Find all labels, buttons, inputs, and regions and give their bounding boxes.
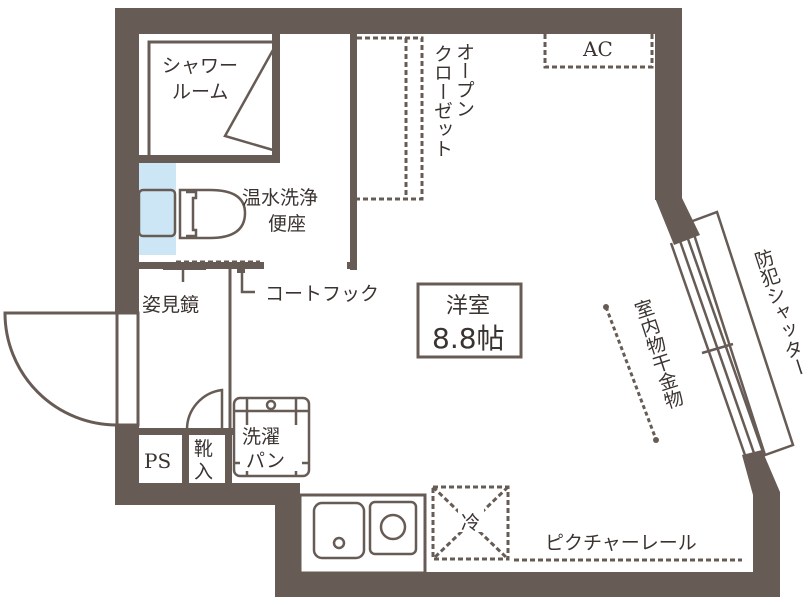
open-closet-label-col2: クローゼット: [431, 44, 453, 158]
fridge-label: 冷: [461, 512, 480, 534]
toilet-label-2: 便座: [268, 213, 306, 235]
security-shutter-label: 防犯シャッター: [749, 246, 808, 380]
toilet-highlight: [139, 163, 176, 255]
open-closet-label-col1: オープン: [453, 42, 475, 118]
entrance-hall: 姿見鏡 コートフック PS 靴 入: [3, 264, 379, 485]
laundry-pan-label-1: 洗濯: [242, 426, 280, 448]
laundry-pan: 洗濯 パン: [232, 396, 311, 478]
shower-room: シャワー ルーム: [139, 34, 280, 163]
picture-rail: ピクチャーレール: [514, 532, 742, 562]
picture-rail-label: ピクチャーレール: [545, 532, 697, 554]
kitchen: [298, 493, 427, 575]
room-size: 8.8帖: [432, 322, 505, 355]
outer-walls: [115, 8, 780, 597]
ps-label: PS: [144, 449, 171, 473]
shoe-box-label-2: 入: [194, 461, 213, 483]
window-shutter: 防犯シャッター: [669, 210, 808, 459]
ac-label: AC: [582, 37, 613, 61]
shoe-box-label-1: 靴: [194, 438, 213, 460]
coat-hook-label: コートフック: [265, 283, 379, 305]
air-conditioner: AC: [543, 34, 654, 69]
laundry-pan-label-2: パン: [246, 450, 285, 472]
toilet-area: 温水洗浄 便座: [137, 34, 357, 270]
shower-room-label-2: ルーム: [172, 81, 228, 103]
stove: [368, 500, 418, 556]
toilet-label-1: 温水洗浄: [242, 187, 318, 209]
shower-room-label-1: シャワー: [162, 55, 238, 77]
sink: [312, 501, 366, 560]
fridge-space: 冷: [431, 485, 510, 561]
mirror-label: 姿見鏡: [142, 294, 199, 316]
front-door[interactable]: [3, 311, 118, 427]
indoor-drying-hardware: 室内物干金物: [603, 296, 686, 443]
room-name: 洋室: [446, 294, 490, 319]
open-closet: オープン クローゼット: [357, 36, 475, 201]
main-room-label: 洋室 8.8帖: [416, 282, 523, 359]
